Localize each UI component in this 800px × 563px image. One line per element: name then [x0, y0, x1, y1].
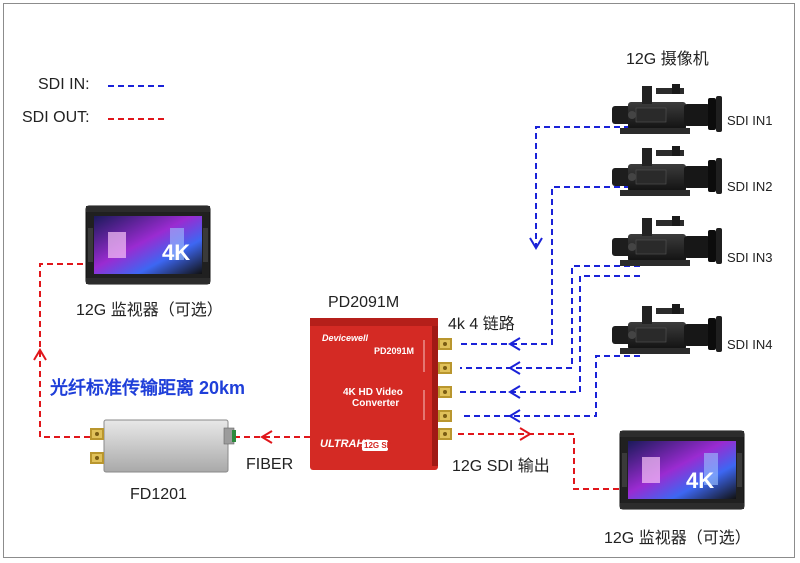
converter-title-line1: 4K HD Video [343, 387, 403, 398]
converter-panel-model: PD2091M [374, 346, 415, 356]
sdi-in2-line [460, 186, 640, 345]
output-label: 12G SDI 输出 [452, 458, 550, 475]
fiber-bnc-bottom-icon [90, 452, 104, 464]
camera-1-label: SDI IN1 [727, 113, 773, 128]
converter-brand: Devicewell [322, 333, 369, 343]
converter-device [310, 318, 438, 470]
fiber-to-monitor-line [39, 263, 90, 438]
camera-4-label: SDI IN4 [727, 337, 773, 352]
legend-sdi-out-label: SDI OUT: [22, 109, 90, 126]
monitor-left-screen-text: 4K [162, 240, 191, 265]
bnc-in1-icon [438, 338, 452, 350]
link-label: 4k 4 链路 [448, 316, 515, 333]
fiber-link-label: FIBER [246, 456, 294, 473]
monitor-right-screen-text: 4K [686, 468, 715, 493]
sdi-in-arrows [508, 237, 543, 423]
converter-model-label: PD2091M [328, 294, 400, 311]
camera-group-label: 12G 摄像机 [626, 51, 709, 68]
sdi-in4-line [460, 355, 640, 417]
camera-2-label: SDI IN2 [727, 179, 773, 194]
camera-3-icon [611, 215, 723, 267]
monitor-right-icon [619, 430, 745, 510]
bnc-in2-icon [438, 362, 452, 374]
bnc-in3-icon [438, 386, 452, 398]
fiber-distance-note: 光纤标准传输距离 20km [50, 378, 246, 398]
sdi-in1-line [535, 126, 640, 246]
sdi-in3b-line [460, 275, 640, 393]
bnc-out-icon [438, 428, 452, 440]
camera-2-icon [611, 145, 723, 197]
output-to-monitor-line [458, 433, 620, 490]
sdi-in-lines [460, 126, 640, 417]
sdi-out-lines [39, 263, 620, 490]
fiber-unit-device [103, 419, 236, 473]
monitor-right-label: 12G 监视器（可选） [604, 530, 751, 547]
fiber-unit-label: FD1201 [130, 486, 187, 503]
converter-footer: ULTRAHD [320, 438, 373, 450]
converter-title-line2: Converter [352, 398, 400, 409]
converter-badge: 12G SDI [364, 441, 395, 450]
camera-4-icon [611, 303, 723, 355]
camera-3-label: SDI IN3 [727, 250, 773, 265]
sdi-in3-line [460, 265, 640, 369]
monitor-left-icon [85, 205, 211, 285]
legend-sdi-in-label: SDI IN: [38, 76, 90, 93]
camera-1-icon [611, 83, 723, 135]
fiber-bnc-top-icon [90, 428, 104, 440]
bnc-in4-icon [438, 410, 452, 422]
sdi-out-arrows [33, 348, 532, 444]
monitor-left-label: 12G 监视器（可选） [76, 302, 223, 319]
diagram-frame [3, 3, 795, 558]
